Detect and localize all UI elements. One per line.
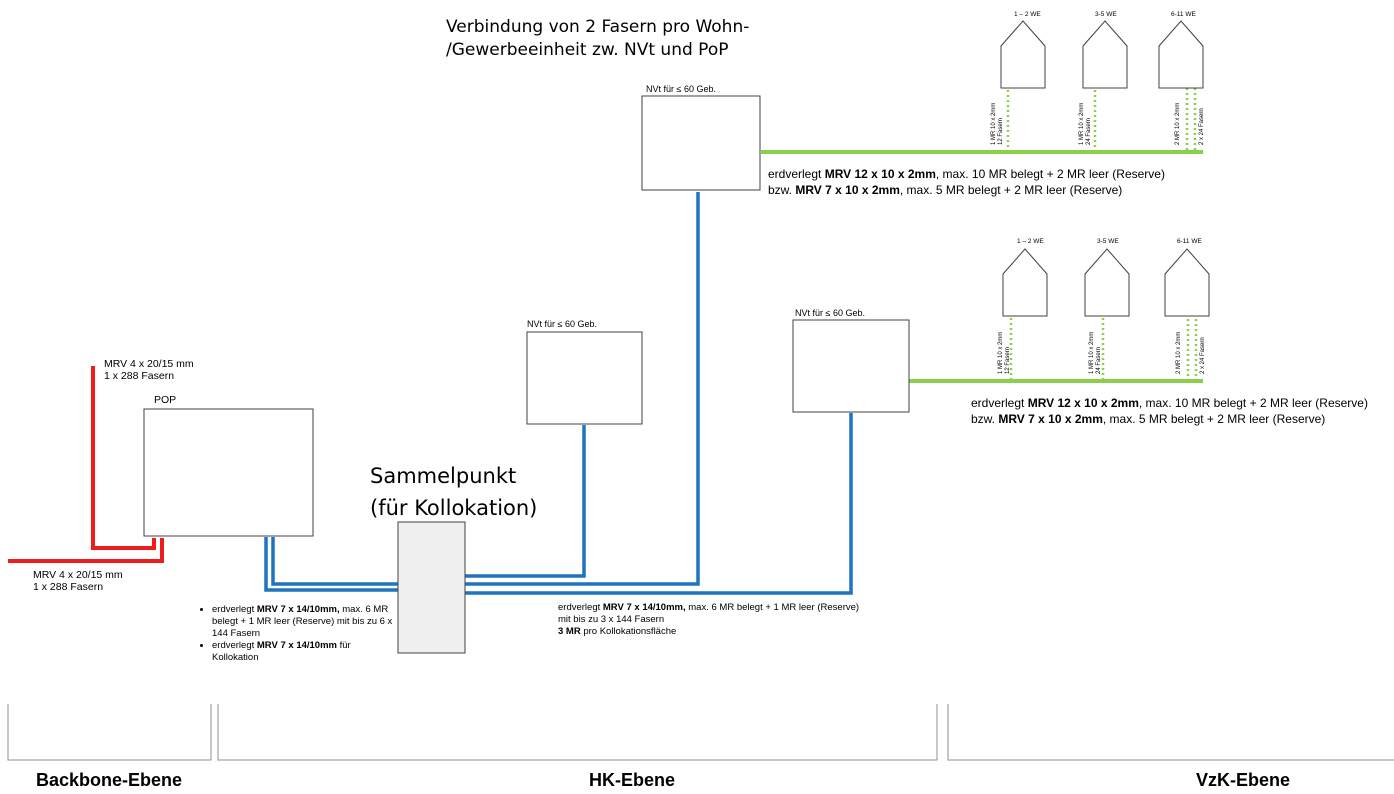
backbone-bottom-label-1: MRV 4 x 20/15 mm — [33, 569, 123, 581]
hk-note-line3: 3 MR pro Kollokationsfläche — [558, 626, 677, 637]
level-vzk: VzK-Ebene — [1196, 770, 1291, 790]
hk-note-line1: erdverlegt MRV 7 x 14/10mm, max. 6 MR be… — [558, 602, 860, 613]
level-backbone: Backbone-Ebene — [36, 770, 183, 790]
vzk-note-bottom-line2: bzw. MRV 7 x 10 x 2mm, max. 5 MR belegt … — [971, 412, 1326, 426]
house-label-3-top: 6-11 WE — [1171, 11, 1196, 18]
house-drops-top — [1006, 78, 1197, 152]
sammelpunkt-title: Sammelpunkt — [370, 464, 517, 488]
cable-to-nvt-top — [465, 192, 700, 586]
house-icon — [1002, 248, 1048, 317]
drop-label-3-top: 2 MR 10 x 2mm — [1175, 102, 1181, 145]
house-icon — [1082, 20, 1128, 89]
hk-cables — [264, 192, 853, 595]
backbone-cables — [8, 366, 164, 563]
drop-label-3b-top: 2 x 24 Fasern — [1199, 108, 1205, 145]
pop-notes: erdverlegt MRV 7 x 14/10mm, max. 6 MR be… — [196, 604, 398, 664]
vzk-note-top-line1: erdverlegt MRV 12 x 10 x 2mm, max. 10 MR… — [768, 167, 1165, 181]
houses-top — [1000, 20, 1204, 89]
nvt-box-top — [641, 95, 761, 191]
house-label-2-top: 3-5 WE — [1095, 11, 1117, 18]
cable-to-nvt-middle — [465, 425, 586, 578]
house-label-2-bottom: 3-5 WE — [1097, 238, 1119, 245]
nvt-box-middle — [526, 331, 643, 425]
pop-label: POP — [154, 394, 177, 406]
drop-label-3-bottom: 2 MR 10 x 2mm — [1176, 331, 1182, 374]
vzk-note-top-line2: bzw. MRV 7 x 10 x 2mm, max. 5 MR belegt … — [768, 183, 1123, 197]
backbone-cable-top — [91, 366, 156, 550]
house-drops-bottom — [1009, 304, 1198, 381]
backbone-top-label-2: 1 x 288 Fasern — [104, 370, 175, 382]
house-icon — [1158, 20, 1204, 89]
houses-bottom — [1002, 248, 1210, 317]
sammelpunkt-subtitle: (für Kollokation) — [370, 496, 538, 520]
pop-note-1: erdverlegt MRV 7 x 14/10mm, max. 6 MR be… — [212, 604, 398, 640]
vzk-note-bottom-line1: erdverlegt MRV 12 x 10 x 2mm, max. 10 MR… — [971, 396, 1368, 410]
vzk-cables — [761, 150, 1203, 383]
pop-note-2: erdverlegt MRV 7 x 14/10mm für Kollokati… — [212, 640, 398, 664]
level-hk: HK-Ebene — [589, 770, 676, 790]
nvt-label-top: NVt für ≤ 60 Geb. — [646, 84, 716, 94]
pop-cable-b — [271, 537, 398, 586]
house-icon — [1000, 20, 1046, 89]
house-label-3-bottom: 6-11 WE — [1177, 238, 1202, 245]
drop-label-3b-bottom: 2 x 24 Fasern — [1200, 337, 1206, 374]
cable-to-nvt-right — [465, 413, 853, 595]
backbone-top-label-1: MRV 4 x 20/15 mm — [104, 358, 194, 370]
hk-note-line2: mit bis zu 3 x 144 Fasern — [558, 614, 665, 625]
nvt-label-right: NVt für ≤ 60 Geb. — [795, 308, 865, 318]
backbone-cable-bottom — [8, 538, 164, 563]
house-label-1-top: 1 – 2 WE — [1014, 11, 1041, 18]
pop-box — [143, 408, 314, 537]
pop-cable-a — [264, 537, 398, 592]
house-icon — [1164, 248, 1210, 317]
level-brackets — [7, 704, 1394, 761]
diagram-title-line2: /Gewerbeeinheit zw. NVt und PoP — [446, 40, 729, 60]
house-label-1-bottom: 1 – 2 WE — [1017, 238, 1044, 245]
house-icon — [1084, 248, 1130, 317]
nvt-label-middle: NVt für ≤ 60 Geb. — [527, 319, 597, 329]
nvt-box-right — [792, 319, 910, 413]
backbone-bottom-label-2: 1 x 288 Fasern — [33, 581, 104, 593]
diagram-title-line1: Verbindung von 2 Fasern pro Wohn- — [446, 17, 750, 37]
sammelpunkt-box — [397, 521, 466, 654]
